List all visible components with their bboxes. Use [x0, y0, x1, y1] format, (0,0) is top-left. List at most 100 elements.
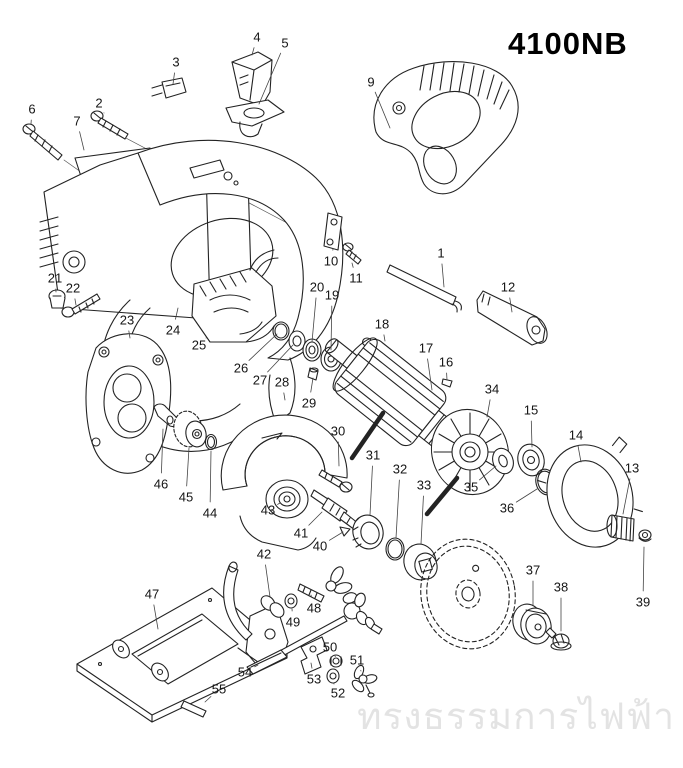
part-number-35: 35 [464, 480, 478, 495]
leader-line-24 [175, 307, 179, 320]
part-number-40: 40 [313, 539, 327, 554]
part-number-54: 54 [238, 665, 252, 680]
part-number-38: 38 [554, 580, 568, 595]
guide-arm-42 [223, 561, 285, 641]
part-number-42: 42 [257, 547, 271, 562]
watermark-text: ทรงธรรมการไฟฟ้า [357, 696, 675, 737]
washer-27 [288, 330, 306, 352]
part-number-26: 26 [234, 361, 248, 376]
gear-45 [173, 410, 207, 448]
screw-30 [318, 469, 353, 493]
part-number-18: 18 [375, 317, 389, 332]
leader-line-32 [395, 479, 400, 539]
part-number-2: 2 [95, 96, 102, 111]
part-number-11: 11 [349, 271, 363, 286]
part-number-22: 22 [66, 281, 80, 296]
part-number-13: 13 [625, 461, 639, 476]
leader-line-53 [310, 662, 313, 669]
key-16 [441, 378, 453, 388]
part-number-52: 52 [331, 686, 345, 701]
leader-line-18 [383, 334, 386, 342]
leader-line-14 [577, 445, 582, 463]
motor-housing [39, 139, 344, 452]
leader-line-55 [204, 696, 212, 703]
leader-line-13 [622, 478, 631, 515]
tapping-screw-6 [22, 123, 63, 161]
part-number-17: 17 [419, 341, 433, 356]
outer-flange-37 [512, 603, 552, 645]
part-number-25: 25 [192, 338, 206, 353]
part-number-51: 51 [350, 653, 364, 668]
leader-line-25 [205, 336, 208, 339]
brush-cap-21 [48, 289, 66, 309]
washer-49 [284, 593, 298, 609]
washer-52 [326, 668, 340, 684]
leader-line-43 [277, 502, 281, 505]
part-number-33: 33 [417, 478, 431, 493]
screw-11 [342, 242, 362, 265]
part-number-16: 16 [439, 355, 453, 370]
part-number-1: 1 [437, 246, 444, 261]
clamp-nut-13 [606, 514, 635, 542]
part-number-29: 29 [302, 396, 316, 411]
part-number-31: 31 [366, 448, 380, 463]
leader-line-15 [530, 420, 533, 448]
lock-nut-31 [352, 514, 384, 550]
leader-line-26 [248, 333, 278, 361]
bearing-20 [302, 338, 322, 362]
part-number-47: 47 [145, 587, 159, 602]
part-number-50: 50 [323, 640, 337, 655]
pin-55 [180, 700, 207, 718]
strap-plate-10 [323, 212, 343, 251]
ball-bearing-43 [273, 486, 301, 512]
leader-line-41 [308, 511, 323, 526]
leader-line-48 [310, 594, 312, 598]
leader-line-20 [311, 297, 317, 343]
part-number-15: 15 [524, 403, 538, 418]
leader-line-12 [509, 297, 513, 313]
part-number-36: 36 [500, 501, 514, 516]
part-number-14: 14 [569, 428, 583, 443]
screw-22 [61, 293, 101, 318]
part-number-3: 3 [172, 55, 179, 70]
part-number-24: 24 [166, 323, 180, 338]
tapping-screw-2 [90, 110, 129, 140]
part-number-28: 28 [275, 375, 289, 390]
leader-line-35 [479, 465, 497, 481]
pointer-plate-54 [246, 649, 288, 675]
flange-nut-39 [638, 529, 652, 542]
leader-line-47 [153, 604, 159, 630]
switch-base-5 [225, 99, 285, 138]
part-number-46: 46 [154, 477, 168, 492]
rear-handle [373, 61, 519, 195]
saw-blade [420, 538, 516, 650]
wing-bolt-48 [297, 566, 353, 603]
red-pointer-arrow-2 [424, 475, 460, 517]
leader-line-1 [441, 263, 445, 288]
nut-50 [329, 654, 343, 668]
part-number-20: 20 [310, 280, 324, 295]
leader-line-39 [642, 546, 645, 592]
part-number-19: 19 [325, 288, 339, 303]
ball-bearing-15 [517, 443, 545, 477]
annotation-arrows [349, 410, 460, 517]
leader-line-5 [258, 52, 282, 105]
leader-line-3 [172, 72, 175, 85]
leader-line-17 [427, 358, 433, 391]
part-number-53: 53 [307, 672, 321, 687]
part-number-43: 43 [261, 503, 275, 518]
leader-line-30 [337, 441, 340, 467]
leader-line-46 [160, 428, 164, 474]
leader-line-42 [265, 564, 271, 598]
part-number-48: 48 [307, 601, 321, 616]
leader-line-11 [351, 262, 354, 268]
washer-35 [492, 447, 514, 475]
part-number-6: 6 [28, 102, 35, 117]
part-number-7: 7 [73, 114, 80, 129]
part-number-45: 45 [179, 490, 193, 505]
leader-line-36 [515, 488, 538, 503]
inner-flange-33 [403, 543, 438, 581]
leader-line-28 [283, 392, 286, 401]
